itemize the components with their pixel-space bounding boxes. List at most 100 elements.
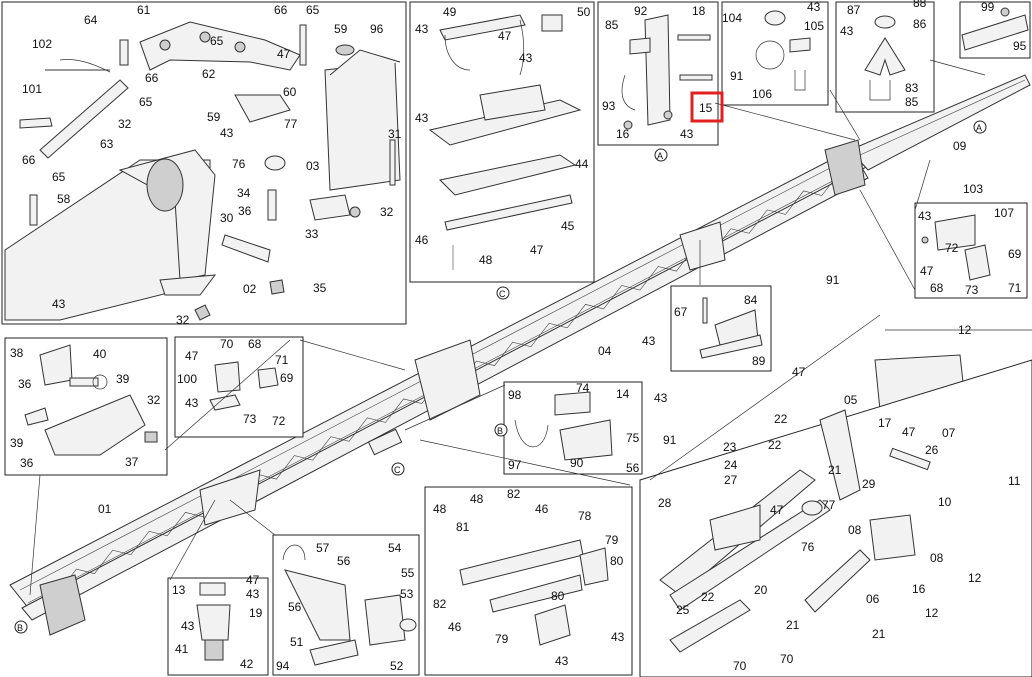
part-label: 22 <box>768 438 782 452</box>
part-label: 43 <box>611 630 625 644</box>
part-label: 47 <box>902 425 916 439</box>
part-label: 54 <box>388 541 402 555</box>
callout-letter: B <box>17 623 23 633</box>
part-label: 64 <box>84 13 98 27</box>
panel-67-84-89 <box>670 285 772 372</box>
part-label: 20 <box>754 583 768 597</box>
part-label: 01 <box>98 502 112 516</box>
part-label: 77 <box>284 117 298 131</box>
part-label: 06 <box>866 592 880 606</box>
part-label: 34 <box>237 186 251 200</box>
part-label: 43 <box>654 391 668 405</box>
top-left-frame-panel <box>1 1 407 325</box>
part-label: 46 <box>535 502 549 516</box>
part-label: 10 <box>938 495 952 509</box>
part-label: 75 <box>626 431 640 445</box>
part-label: 70 <box>220 337 234 351</box>
part-label: 56 <box>626 461 640 475</box>
part-label: 42 <box>240 657 254 671</box>
part-label: 66 <box>22 153 36 167</box>
callout-markers <box>14 120 987 634</box>
part-label: 08 <box>848 523 862 537</box>
part-label: 106 <box>752 87 772 101</box>
part-label: 40 <box>93 347 107 361</box>
callout-letter: B <box>497 426 503 436</box>
part-label: 43 <box>807 0 821 14</box>
part-label: 35 <box>313 281 327 295</box>
part-label: 32 <box>147 393 161 407</box>
part-label: 53 <box>400 587 414 601</box>
part-label: 84 <box>744 293 758 307</box>
part-label: 95 <box>1013 39 1027 53</box>
part-label: 51 <box>290 635 304 649</box>
part-label: 79 <box>605 533 619 547</box>
part-label: 65 <box>52 170 66 184</box>
part-label: 66 <box>145 71 159 85</box>
callout-letter: C <box>394 465 401 475</box>
part-label: 56 <box>337 554 351 568</box>
connector-lines <box>29 59 986 596</box>
highlighted-label[interactable]: 15 <box>699 101 713 115</box>
part-label: 28 <box>658 496 672 510</box>
part-label: 43 <box>519 51 533 65</box>
part-label: 58 <box>57 192 71 206</box>
part-label: 43 <box>185 396 199 410</box>
panel-a2-bracket <box>914 202 1028 299</box>
part-label: 44 <box>575 157 589 171</box>
part-number-labels: 64 61 66 65 59 96 102 47 65 62 66 65 59 … <box>10 0 1027 673</box>
part-label: 73 <box>965 283 979 297</box>
part-label: 14 <box>616 387 630 401</box>
part-label: 26 <box>925 443 939 457</box>
part-label: 65 <box>210 34 224 48</box>
part-label: 89 <box>752 354 766 368</box>
part-label: 78 <box>578 509 592 523</box>
part-label: 70 <box>733 659 747 673</box>
part-label: 98 <box>508 388 522 402</box>
part-label: 72 <box>272 414 286 428</box>
part-label: 107 <box>994 206 1014 220</box>
part-label: 102 <box>32 37 52 51</box>
part-label: 62 <box>202 67 216 81</box>
part-label: 04 <box>598 344 612 358</box>
part-label: 66 <box>274 3 288 17</box>
part-label: 24 <box>724 458 738 472</box>
part-label: 16 <box>912 582 926 596</box>
part-label: 67 <box>674 305 688 319</box>
part-label: 90 <box>570 456 584 470</box>
panel-86-88 <box>835 1 935 113</box>
part-label: 105 <box>804 19 824 33</box>
part-label: 29 <box>862 477 876 491</box>
part-label: 33 <box>305 227 319 241</box>
part-label: 31 <box>388 127 402 141</box>
part-label: 96 <box>370 22 384 36</box>
part-label: 57 <box>316 541 330 555</box>
part-label: 12 <box>958 323 972 337</box>
part-label: 47 <box>185 349 199 363</box>
part-label: 43 <box>415 111 429 125</box>
part-label: 32 <box>380 205 394 219</box>
callout-letter: A <box>976 123 982 133</box>
part-label: 52 <box>390 659 404 673</box>
part-label: 48 <box>479 253 493 267</box>
part-label: 13 <box>172 583 186 597</box>
panel-104-105 <box>721 1 829 106</box>
right-lower-frame <box>639 359 1032 677</box>
part-label: 49 <box>443 5 457 19</box>
part-label: 73 <box>243 412 257 426</box>
panel-a1-bracket <box>597 1 719 146</box>
part-label: 45 <box>561 219 575 233</box>
part-label: 27 <box>724 473 738 487</box>
part-label: 03 <box>306 159 320 173</box>
callout-letter: A <box>657 151 663 161</box>
part-label: 82 <box>507 487 521 501</box>
part-label: 79 <box>495 632 509 646</box>
part-label: 43 <box>220 126 234 140</box>
part-label: 47 <box>920 264 934 278</box>
part-label: 82 <box>433 597 447 611</box>
part-label: 100 <box>177 372 197 386</box>
highlighted-part-15[interactable] <box>690 91 724 123</box>
part-label: 97 <box>508 458 522 472</box>
part-label: 32 <box>176 313 190 327</box>
panel-57-54-52 <box>272 534 420 676</box>
part-label: 69 <box>1008 247 1022 261</box>
